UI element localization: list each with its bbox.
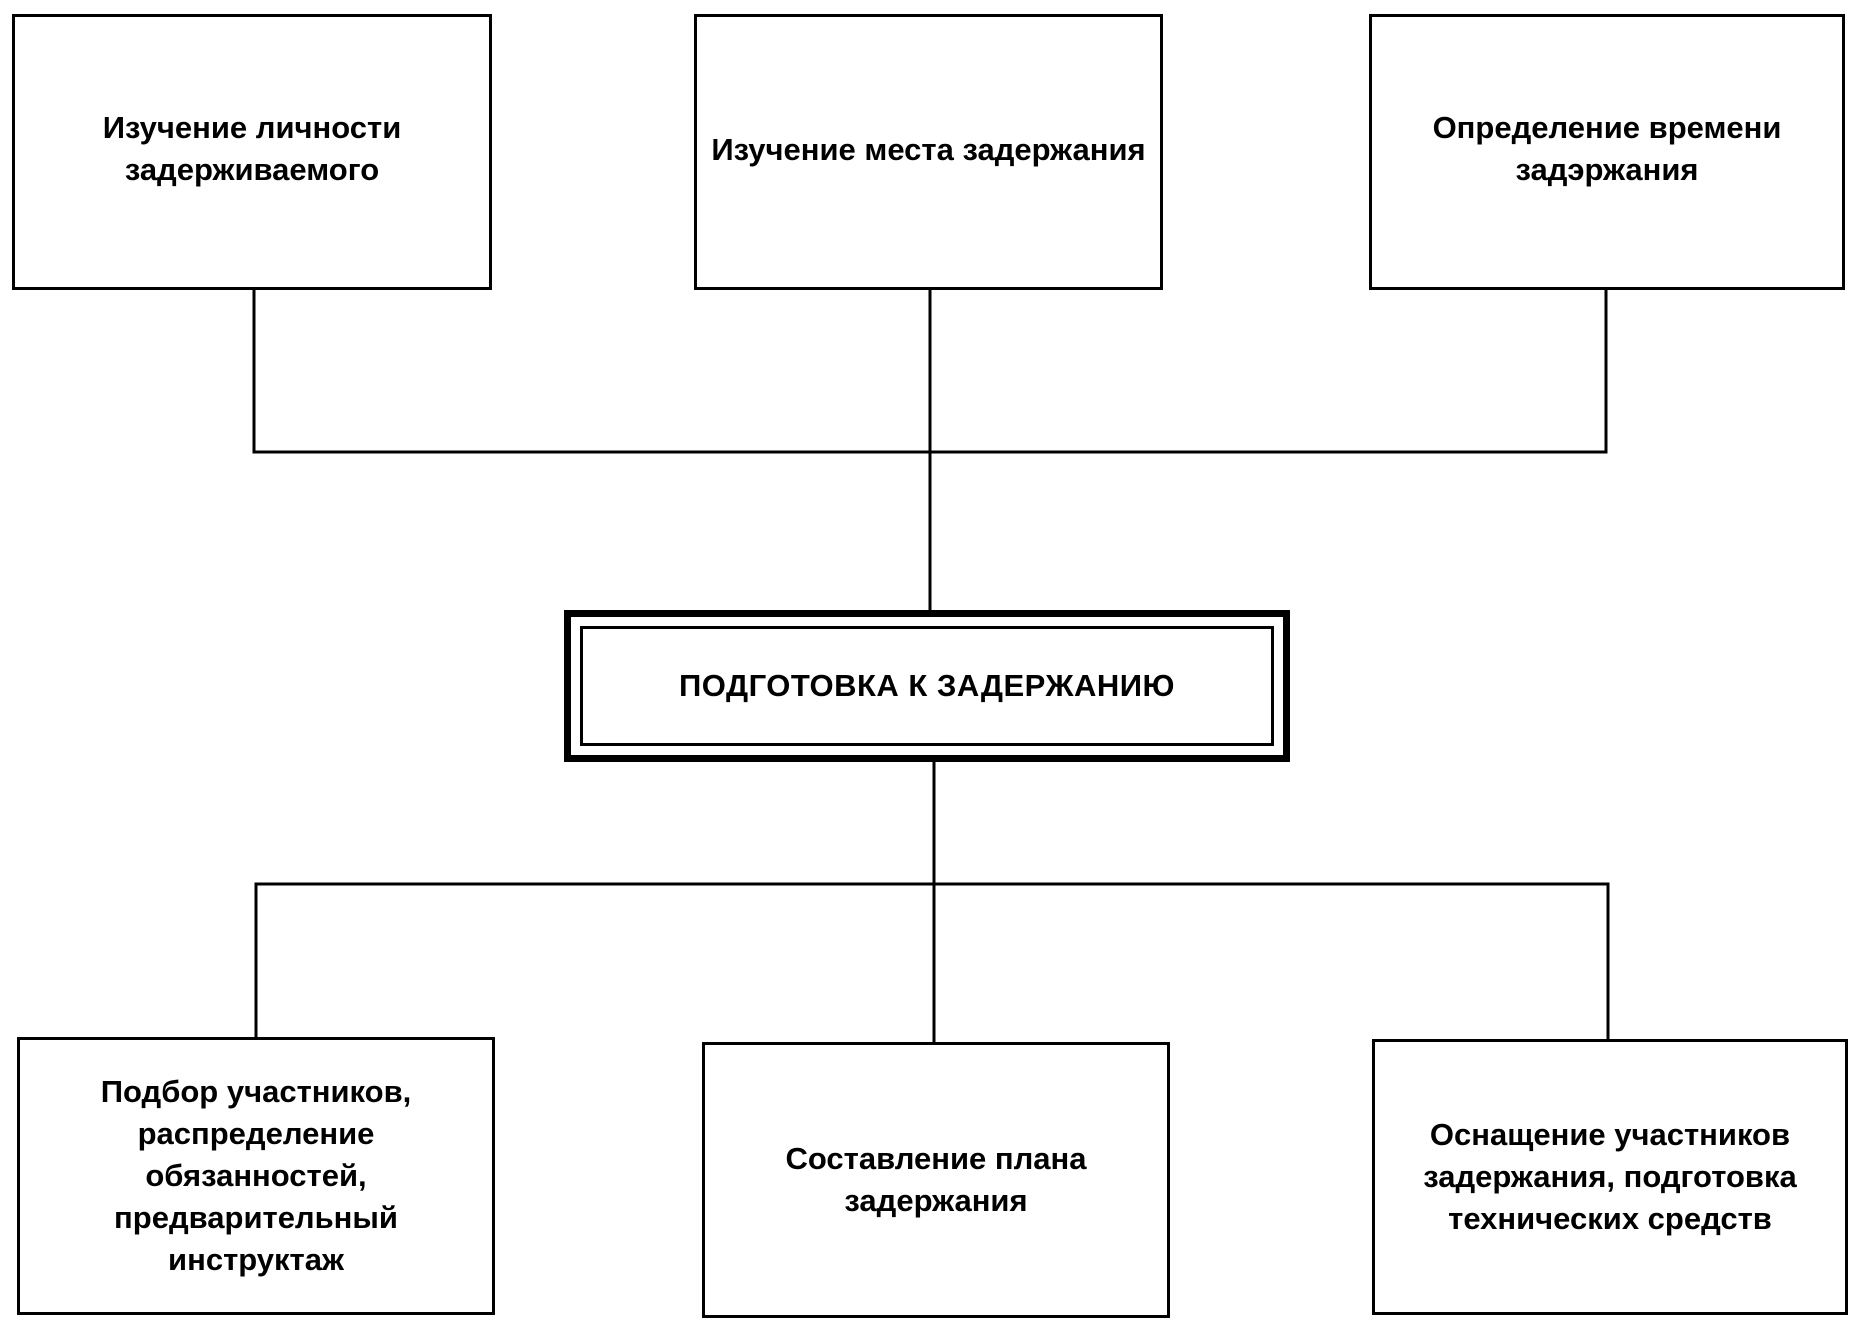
node-select-participants: Подбор участников, распределение обязанн… — [17, 1037, 495, 1315]
node-label: Определение времени задэржания — [1432, 110, 1782, 187]
node-label: Составление плана задержания — [785, 1141, 1087, 1218]
node-detention-preparation-inner-frame: ПОДГОТОВКА К ЗАДЕРЖАНИЮ — [580, 626, 1274, 746]
node-label: Изучение места задержания — [711, 132, 1146, 167]
node-detention-plan: Составление плана задержания — [702, 1042, 1170, 1318]
node-equip-participants: Оснащение участников задержания, подгото… — [1372, 1039, 1848, 1315]
node-study-detainee-personality: Изучение личности задерживаемого — [12, 14, 492, 290]
node-define-detention-time: Определение времени задэржания — [1369, 14, 1845, 290]
node-study-detention-place: Изучение места задержания — [694, 14, 1163, 290]
node-detention-preparation-label: ПОДГОТОВКА К ЗАДЕРЖАНИЮ — [679, 668, 1175, 703]
node-label: Оснащение участников задержания, подгото… — [1423, 1117, 1797, 1236]
node-label: Подбор участников, распределение обязанн… — [100, 1074, 412, 1277]
node-label: Изучение личности задерживаемого — [102, 110, 402, 187]
node-detention-preparation: ПОДГОТОВКА К ЗАДЕРЖАНИЮ — [564, 610, 1290, 762]
